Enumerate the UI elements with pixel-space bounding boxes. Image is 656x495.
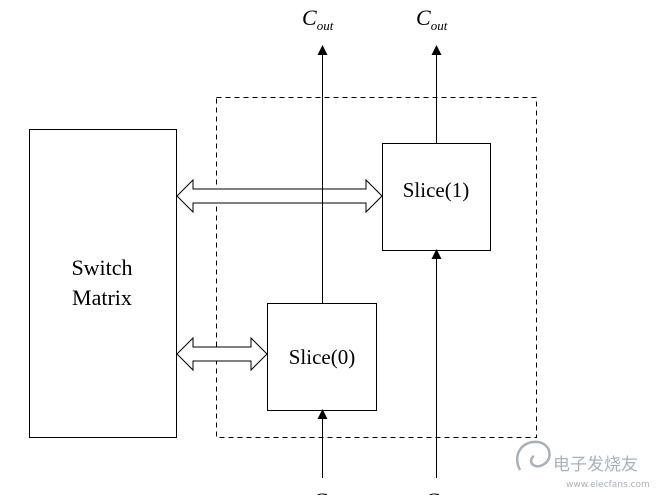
bus-arrow-slice1 [176,178,383,214]
bus-arrow-slice0 [176,336,268,372]
switch-matrix-block [29,129,177,438]
svg-text:Cout: Cout [416,5,448,33]
slice1-label: Slice(1) [403,178,469,202]
watermark-text-url: www.elecfans.com [566,480,650,490]
switch-matrix-label-line1: Switch [71,255,132,280]
watermark-text-cn: 电子发烧友 [553,455,638,475]
switch-matrix-label-line2: Matrix [72,285,132,310]
slice0-label: Slice(0) [289,345,355,369]
svg-text:Cout: Cout [302,5,334,33]
clb-boundary [216,97,537,438]
cout-label-left: Cout [302,5,334,33]
slice1-block [382,143,491,251]
watermark-logo: 电子发烧友 www.elecfans.com [515,440,650,490]
cin-label-right: C [424,488,439,495]
cin-label-left: C [312,488,327,495]
cout-label-right: Cout [416,5,448,33]
watermark-swirl-icon [515,440,551,471]
slice0-block [267,303,377,411]
